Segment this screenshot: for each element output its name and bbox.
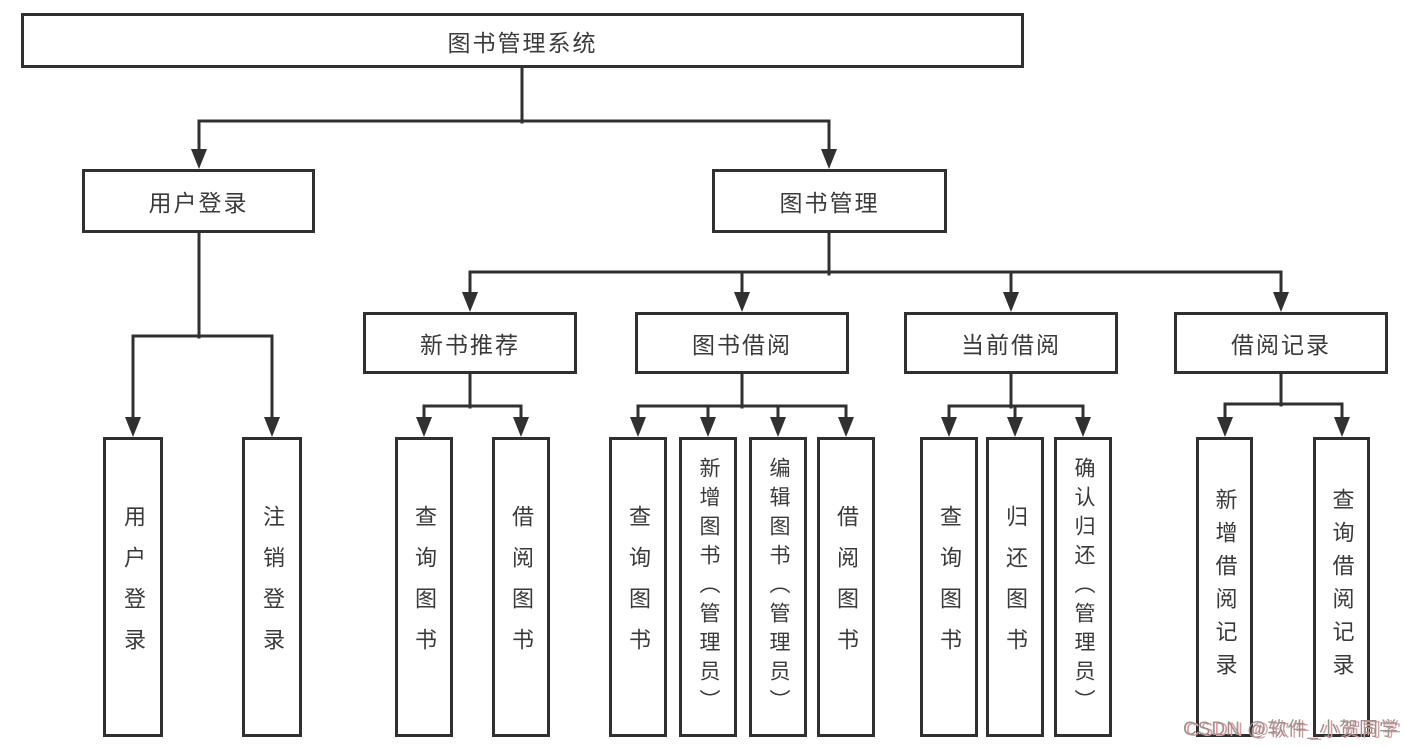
node-user-login: 用户登录 [82,169,315,233]
leaf-query-books-recommend: 查询图书 [395,437,453,737]
node-new-book-recommend: 新书推荐 [363,312,577,374]
leaf-edit-books-admin: 编辑图书（管理员） [749,437,807,737]
leaf-confirm-return-admin: 确认归还（管理员） [1054,437,1112,737]
node-borrowing-records: 借阅记录 [1174,312,1388,374]
leaf-query-borrow-record: 查询借阅记录 [1313,437,1370,737]
leaf-user-login: 用户登录 [103,437,163,737]
leaf-borrow-books-recommend: 借阅图书 [492,437,550,737]
node-current-borrowing: 当前借阅 [904,312,1118,374]
csdn-watermark: CSDN @软件_小贺同学 [1183,719,1399,740]
leaf-add-borrow-record: 新增借阅记录 [1196,437,1253,737]
leaf-borrow-books: 借阅图书 [817,437,875,737]
leaf-add-books-admin: 新增图书（管理员） [679,437,737,737]
node-library-management-system: 图书管理系统 [21,13,1024,68]
leaf-logout: 注销登录 [242,437,302,737]
node-book-borrowing: 图书借阅 [635,312,849,374]
node-book-management: 图书管理 [712,169,947,233]
leaf-query-books-current: 查询图书 [920,437,978,737]
leaf-return-books: 归还图书 [986,437,1044,737]
leaf-query-books-borrowing: 查询图书 [609,437,667,737]
